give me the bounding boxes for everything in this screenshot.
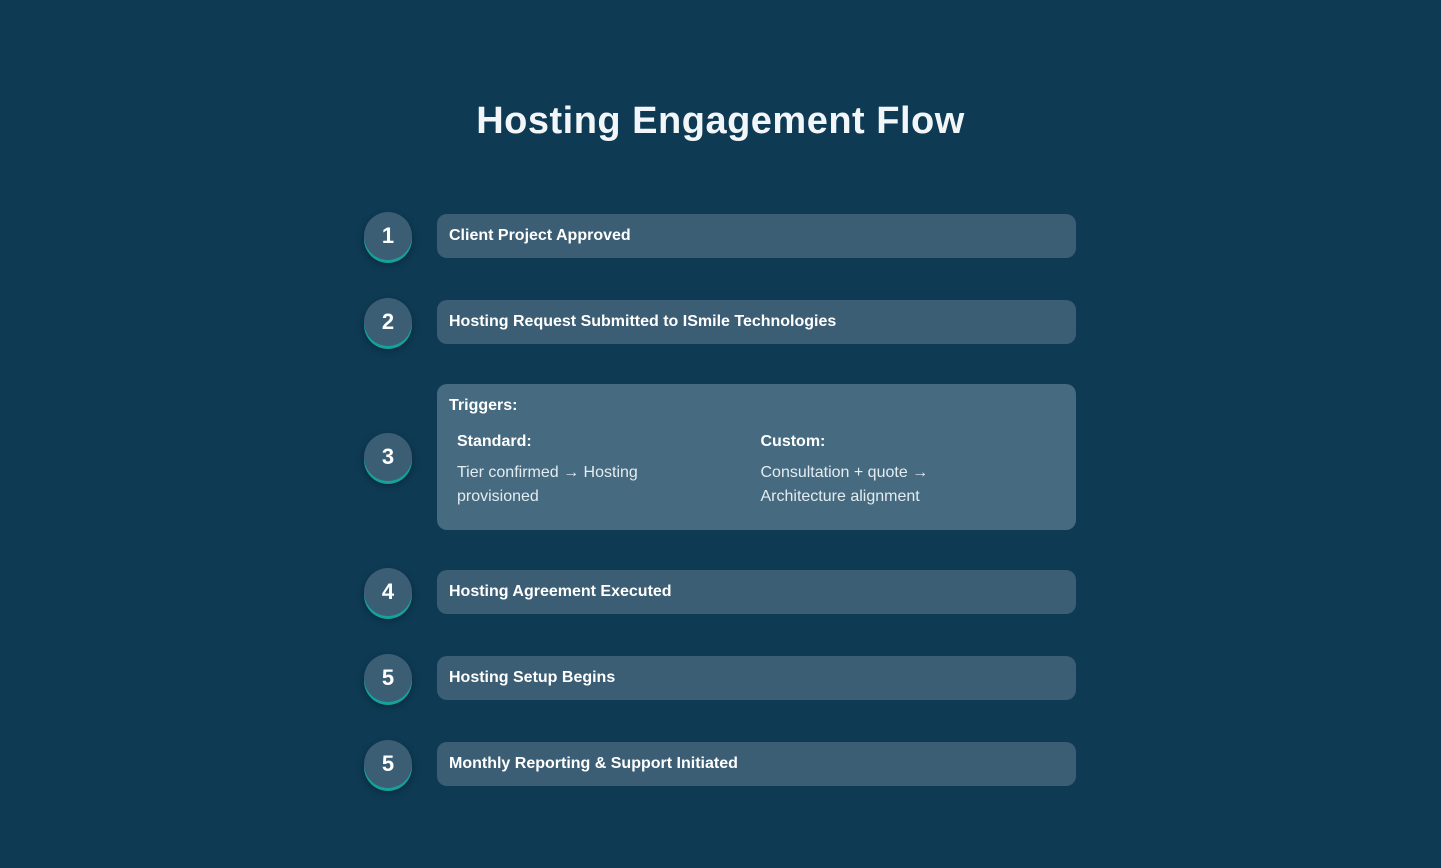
- flow-step-6: 5 Monthly Reporting & Support Initiated: [364, 740, 1076, 792]
- step-number-badge: 3: [364, 433, 412, 481]
- step-number-badge: 2: [364, 298, 412, 346]
- step-card: Monthly Reporting & Support Initiated: [437, 742, 1076, 786]
- step-card: Hosting Setup Begins: [437, 656, 1076, 700]
- step-card: Hosting Request Submitted to ISmile Tech…: [437, 300, 1076, 344]
- page-title: Hosting Engagement Flow: [476, 100, 965, 142]
- flow-step-3: 3 Triggers: Standard: Tier confirmed → H…: [364, 384, 1076, 530]
- trigger-option-standard: Standard: Tier confirmed → Hosting provi…: [457, 433, 761, 509]
- trigger-options: Standard: Tier confirmed → Hosting provi…: [449, 433, 1064, 509]
- triggers-card: Triggers: Standard: Tier confirmed → Hos…: [437, 384, 1076, 530]
- trigger-option-text: Tier confirmed → Hosting provisioned: [457, 464, 638, 505]
- step-card: Hosting Agreement Executed: [437, 570, 1076, 614]
- trigger-option-title: Custom:: [760, 433, 826, 450]
- step-number-badge: 5: [364, 740, 412, 788]
- step-label: Hosting Agreement Executed: [449, 583, 672, 600]
- step-number-badge: 1: [364, 212, 412, 260]
- step-number-badge: 5: [364, 654, 412, 702]
- trigger-option-text: Consultation + quote → Architecture alig…: [760, 464, 929, 505]
- triggers-label: Triggers:: [449, 397, 518, 414]
- flow-step-1: 1 Client Project Approved: [364, 212, 1076, 264]
- flow-step-4: 4 Hosting Agreement Executed: [364, 568, 1076, 620]
- step-label: Monthly Reporting & Support Initiated: [449, 755, 738, 772]
- trigger-option-custom: Custom: Consultation + quote → Architect…: [761, 433, 1065, 509]
- step-card: Client Project Approved: [437, 214, 1076, 258]
- step-label: Hosting Request Submitted to ISmile Tech…: [449, 313, 837, 330]
- step-label: Hosting Setup Begins: [449, 669, 616, 686]
- flow-step-2: 2 Hosting Request Submitted to ISmile Te…: [364, 298, 1076, 350]
- step-number-badge: 4: [364, 568, 412, 616]
- trigger-option-title: Standard:: [457, 433, 532, 450]
- flow-step-5: 5 Hosting Setup Begins: [364, 654, 1076, 706]
- step-label: Client Project Approved: [449, 227, 631, 244]
